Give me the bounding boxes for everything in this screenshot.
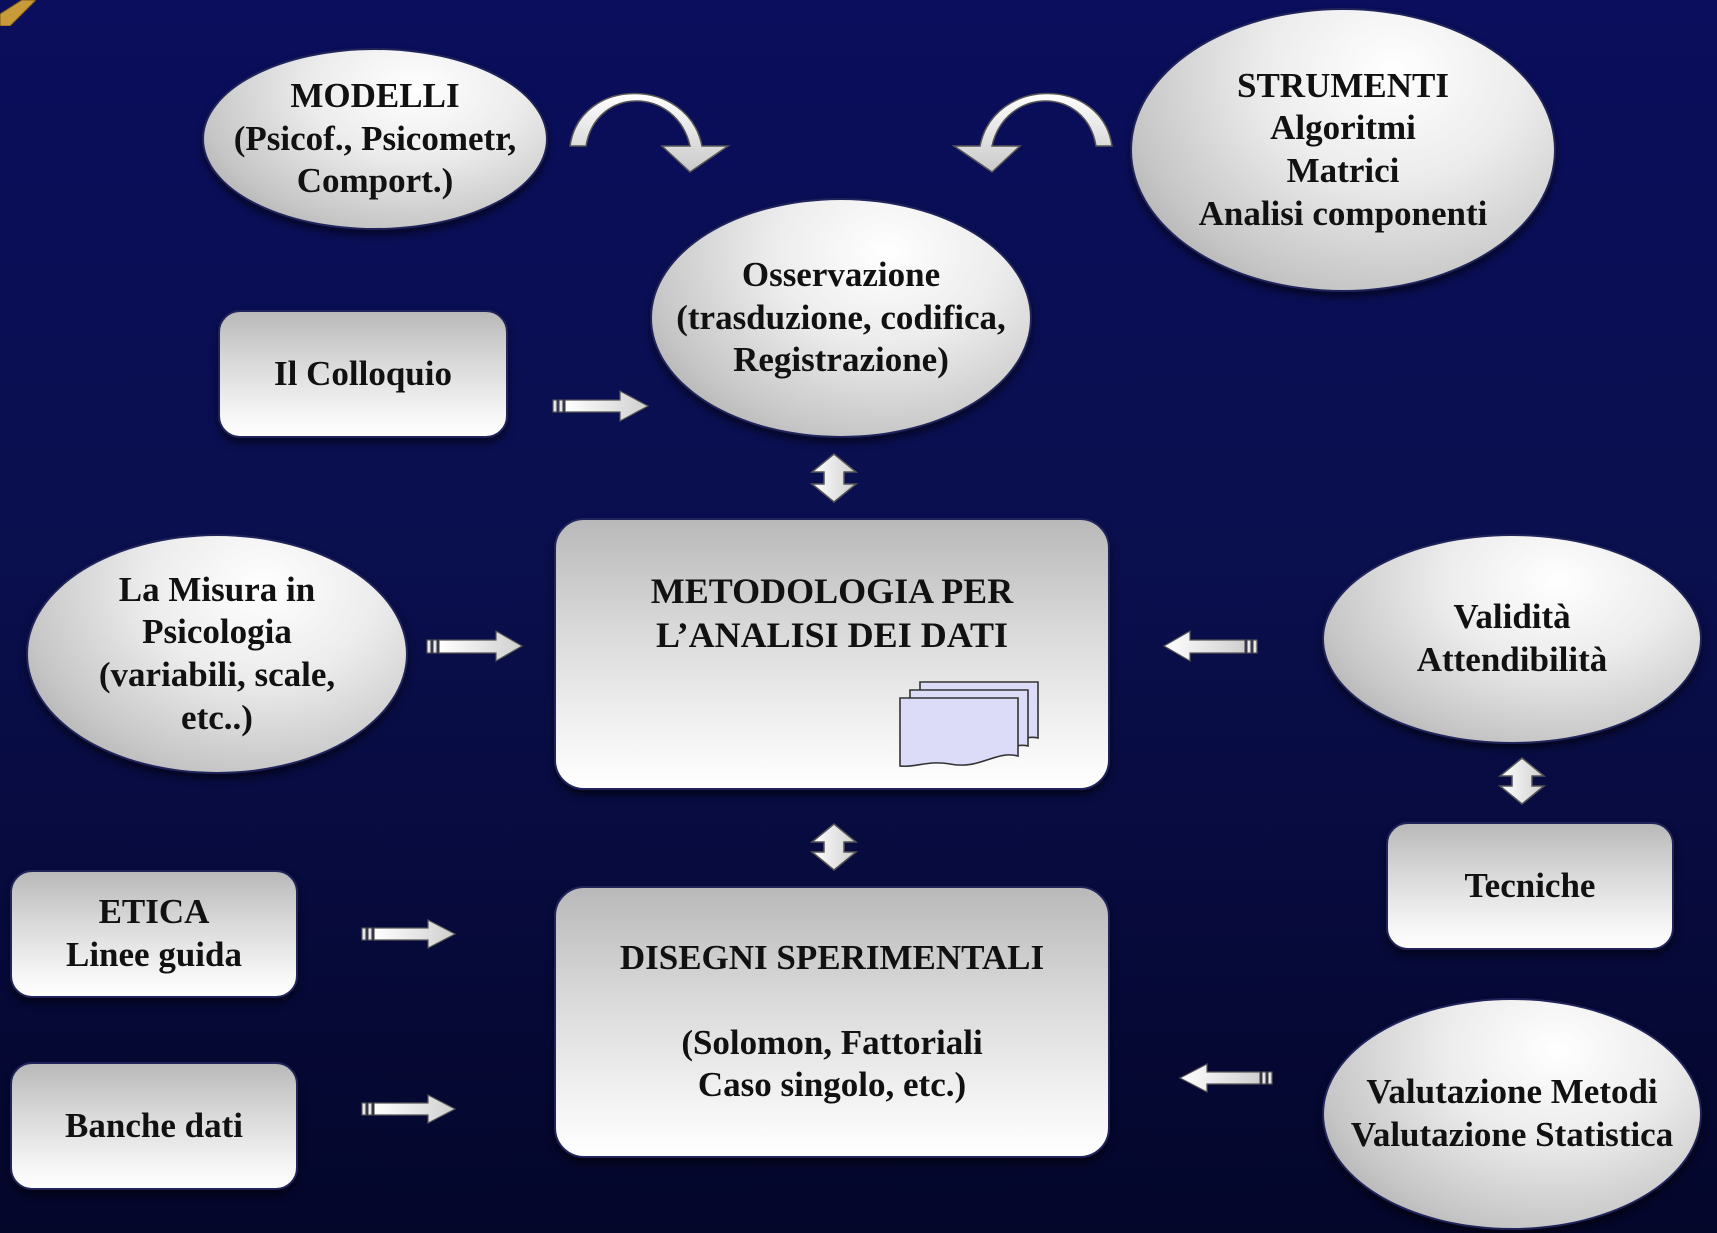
node-metodologia-line-1: METODOLOGIA PER xyxy=(650,571,1014,611)
node-strumenti-line-3: Matrici xyxy=(1286,151,1400,190)
node-banche-line-1: Banche dati xyxy=(65,1105,243,1145)
stacked-documents-icon xyxy=(899,681,1039,768)
node-modelli-line-1: MODELLI xyxy=(290,75,460,115)
node-metodologia: METODOLOGIA PER L’ANALISI DEI DATI xyxy=(554,518,1110,790)
curved-arrow-right-down-icon xyxy=(569,92,731,173)
node-strumenti: STRUMENTI Algoritmi Matrici Analisi comp… xyxy=(1130,8,1556,292)
node-colloquio-line-1: Il Colloquio xyxy=(274,353,452,393)
node-misura-line-1: La Misura in xyxy=(118,569,316,609)
node-valutazione-line-2: Valutazione Statistica xyxy=(1350,1115,1674,1154)
node-osservazione-line-2: (trasduzione, codifica, xyxy=(676,297,1006,337)
node-osservazione-line-3: Registrazione) xyxy=(733,340,949,380)
node-tecniche-line-1: Tecniche xyxy=(1464,865,1596,905)
double-arrow-validita-tecniche xyxy=(1497,757,1547,805)
node-misura-line-3: (variabili, scale, xyxy=(98,655,336,694)
node-valutazione-line-1: Valutazione Metodi xyxy=(1366,1072,1658,1112)
arrow-valutazione-to-disegni xyxy=(1178,1063,1273,1093)
node-misura: La Misura in Psicologia (variabili, scal… xyxy=(26,534,408,774)
node-modelli-line-3: Comport.) xyxy=(296,161,454,201)
curved-arrow-left-down-icon xyxy=(951,92,1113,173)
node-strumenti-line-4: Analisi componenti xyxy=(1198,193,1488,233)
node-validita-line-2: Attendibilità xyxy=(1416,640,1608,679)
node-disegni: DISEGNI SPERIMENTALI (Solomon, Fattorial… xyxy=(554,886,1110,1158)
node-osservazione-line-1: Osservazione xyxy=(741,254,941,294)
node-disegni-line-1: DISEGNI SPERIMENTALI xyxy=(619,937,1045,977)
node-etica: ETICA Linee guida xyxy=(10,870,298,998)
node-etica-line-1: ETICA xyxy=(98,892,210,932)
node-strumenti-line-1: STRUMENTI xyxy=(1237,65,1449,105)
node-validita-line-1: Validità xyxy=(1453,597,1571,637)
logo-icon xyxy=(0,0,36,26)
node-strumenti-line-2: Algoritmi xyxy=(1270,108,1416,148)
node-validita: Validità Attendibilità xyxy=(1322,534,1702,744)
arrow-misura-to-metodologia xyxy=(426,629,524,663)
node-colloquio: Il Colloquio xyxy=(218,310,508,438)
arrow-validita-to-metodologia xyxy=(1162,629,1258,663)
double-arrow-osservazione-metodologia xyxy=(809,453,859,503)
double-arrow-metodologia-disegni xyxy=(809,823,859,871)
node-modelli: MODELLI (Psicof., Psicometr, Comport.) xyxy=(202,48,548,230)
arrow-banche-to-disegni xyxy=(361,1094,457,1124)
arrow-colloquio-to-osservazione xyxy=(552,389,650,423)
node-tecniche: Tecniche xyxy=(1386,822,1674,950)
node-modelli-line-2: (Psicof., Psicometr, xyxy=(233,118,517,158)
node-misura-line-2: Psicologia xyxy=(142,612,292,652)
node-osservazione: Osservazione (trasduzione, codifica, Reg… xyxy=(650,198,1032,438)
node-valutazione: Valutazione Metodi Valutazione Statistic… xyxy=(1322,998,1702,1230)
arrow-etica-to-disegni xyxy=(361,919,457,949)
node-disegni-line-4: Caso singolo, etc.) xyxy=(697,1065,967,1105)
node-misura-line-4: etc..) xyxy=(181,697,253,737)
node-disegni-line-3: (Solomon, Fattoriali xyxy=(681,1022,983,1062)
node-etica-line-2: Linee guida xyxy=(65,935,242,974)
node-metodologia-line-2: L’ANALISI DEI DATI xyxy=(655,614,1009,655)
node-banche-dati: Banche dati xyxy=(10,1062,298,1190)
